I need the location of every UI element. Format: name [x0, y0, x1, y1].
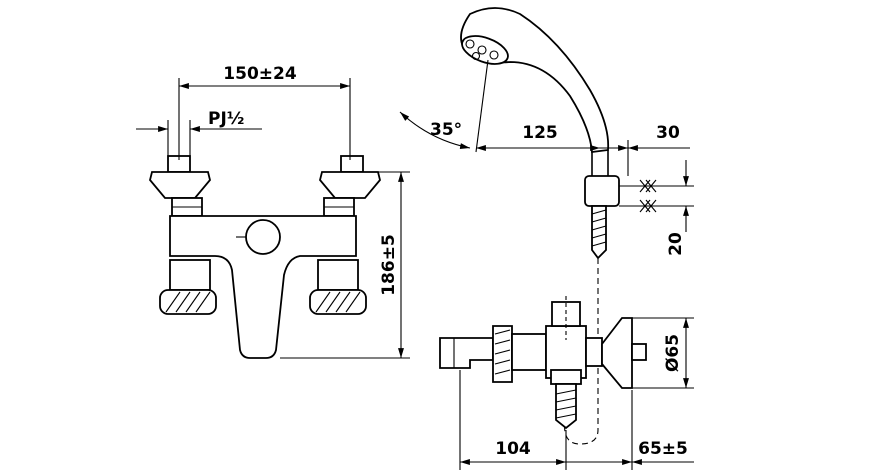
- side-dimensions: 35° 125 30 20 Ø65 104 65±5: [399, 59, 694, 470]
- flange-diameter-dimension: Ø65: [663, 334, 683, 372]
- front-dimensions: 150±24 PJ½ 186±5: [136, 64, 410, 359]
- side-view: [439, 7, 666, 445]
- right-handle-collar: [317, 259, 359, 291]
- spout: [439, 337, 494, 369]
- left-handle-collar: [169, 259, 211, 291]
- wall-screws: [619, 179, 666, 213]
- mixer-body: [169, 215, 357, 359]
- angle-dimension: 35°: [430, 120, 462, 140]
- hose-outlet-nut: [550, 369, 582, 385]
- temperature-knob: [492, 325, 513, 383]
- wall-nut: [585, 337, 603, 367]
- hose-offset-dimension: 125: [522, 123, 558, 143]
- spread-dimension: 150±24: [223, 64, 297, 84]
- right-flange: [319, 171, 381, 199]
- left-handle-grip: [159, 289, 217, 315]
- wall-inlet: [631, 343, 647, 361]
- bracket-height-dimension: 20: [666, 232, 686, 256]
- shower-bracket: [584, 175, 620, 207]
- wall-flange: [601, 317, 633, 389]
- valve-housing: [511, 333, 547, 371]
- left-flange: [149, 171, 211, 199]
- wall-offset-dimension: 65±5: [638, 439, 688, 459]
- diverter-knob: [245, 219, 281, 255]
- spout-length-dimension: 104: [495, 439, 531, 459]
- right-handle-grip: [309, 289, 367, 315]
- height-dimension: 186±5: [379, 234, 399, 296]
- front-view: [149, 155, 381, 359]
- right-inlet-stub: [340, 155, 364, 173]
- bracket-width-dimension: 30: [656, 123, 680, 143]
- thread-dimension: PJ½: [208, 109, 244, 129]
